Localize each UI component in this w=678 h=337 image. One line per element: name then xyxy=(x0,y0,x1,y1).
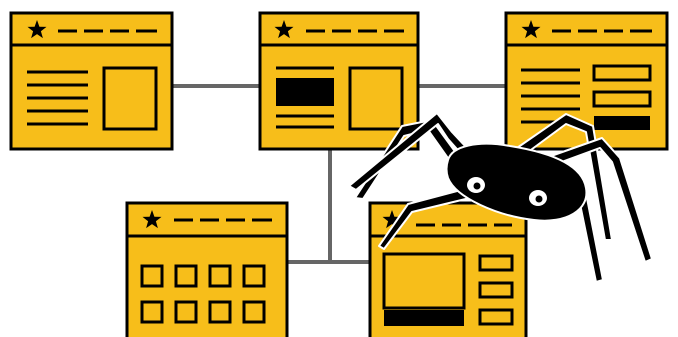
page-card-bottom-left xyxy=(127,203,287,337)
page-card-bottom-right xyxy=(370,203,526,337)
submit-block xyxy=(594,116,650,130)
page-card-top-left xyxy=(11,13,172,149)
banner-block xyxy=(276,78,334,106)
page-card-top-center xyxy=(260,13,418,149)
media-caption-block xyxy=(384,310,464,326)
